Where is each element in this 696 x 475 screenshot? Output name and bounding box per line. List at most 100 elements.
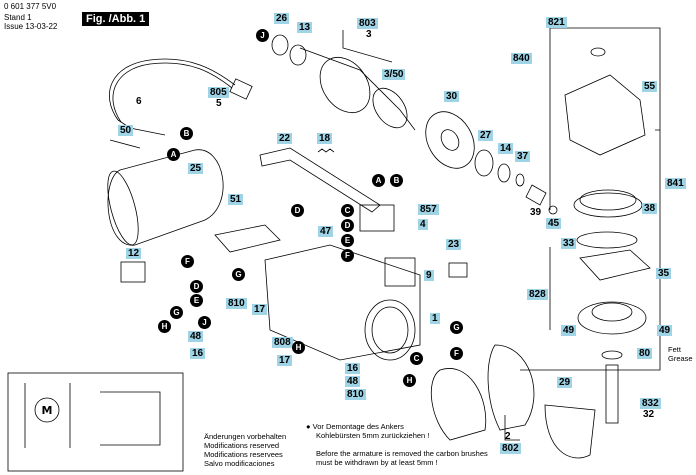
note-armature-en-1: Before the armature is removed the carbo… bbox=[316, 449, 488, 458]
label-45: 45 bbox=[546, 218, 562, 229]
label-32: 32 bbox=[643, 409, 655, 420]
issue-label: Issue bbox=[4, 22, 24, 31]
note-changes-en: Modifications reserved bbox=[204, 441, 280, 450]
label-39: 39 bbox=[530, 207, 542, 218]
note-armature-en-2: must be withdrawn by at least 5mm ! bbox=[316, 458, 438, 467]
callout-h-housing: H bbox=[292, 341, 305, 354]
spindle bbox=[605, 364, 619, 424]
label-810-top: 810 bbox=[226, 298, 247, 309]
stand-value: 1 bbox=[27, 13, 32, 22]
label-832: 832 bbox=[640, 398, 661, 409]
label-857: 857 bbox=[418, 204, 439, 215]
fan bbox=[425, 111, 475, 169]
label-805: 805 bbox=[208, 87, 229, 98]
switch-51 bbox=[214, 224, 281, 253]
label-802: 802 bbox=[500, 443, 521, 454]
label-13: 13 bbox=[297, 22, 313, 33]
callout-f-switch: F bbox=[341, 249, 354, 262]
label-14: 14 bbox=[498, 143, 514, 154]
label-23: 23 bbox=[446, 239, 462, 250]
label-17-bottom: 17 bbox=[277, 355, 293, 366]
label-841: 841 bbox=[665, 178, 686, 189]
grease-legend-de: Fett bbox=[668, 345, 681, 354]
note-changes-es: Salvo modificaciones bbox=[204, 459, 275, 468]
label-22: 22 bbox=[277, 133, 293, 144]
callout-d-switch: D bbox=[341, 219, 354, 232]
issue-value: 13-03-22 bbox=[25, 22, 58, 31]
cable-plug bbox=[229, 78, 253, 100]
grease-legend: Fett Grease bbox=[668, 345, 693, 363]
label-3: 3 bbox=[366, 29, 372, 40]
label-33: 33 bbox=[561, 238, 577, 249]
label-49-left: 49 bbox=[561, 325, 577, 336]
label-49-right: 49 bbox=[657, 325, 673, 336]
label-803: 803 bbox=[357, 18, 378, 29]
callout-h-coil: H bbox=[403, 374, 416, 387]
label-3-50: 3/50 bbox=[382, 69, 406, 80]
label-5: 5 bbox=[216, 98, 222, 109]
callout-h-brush: H bbox=[158, 320, 171, 333]
label-9: 9 bbox=[424, 270, 434, 281]
callout-g-switch: G bbox=[232, 268, 245, 281]
note-changes-fr: Modifications reservees bbox=[204, 450, 283, 459]
part-number: 0 601 377 5V0 bbox=[4, 2, 57, 11]
stand-line: Stand 1 bbox=[4, 13, 32, 22]
label-51: 51 bbox=[228, 194, 244, 205]
label-18: 18 bbox=[317, 133, 333, 144]
motor-housing bbox=[107, 149, 224, 246]
label-29: 29 bbox=[557, 377, 573, 388]
figure-title: Fig. /Abb. 1 bbox=[82, 12, 150, 26]
callout-c-switch: C bbox=[341, 204, 354, 217]
callout-a-switch: A bbox=[372, 174, 385, 187]
grease-legend-en: Grease bbox=[668, 354, 693, 363]
label-1: 1 bbox=[430, 313, 440, 324]
motor-symbol-label: M bbox=[42, 404, 53, 417]
label-840: 840 bbox=[511, 53, 532, 64]
callout-g-brush: G bbox=[170, 306, 183, 319]
label-30: 30 bbox=[444, 91, 460, 102]
label-80: 80 bbox=[637, 348, 653, 359]
note-changes-de: Änderungen vorbehalten bbox=[204, 432, 287, 441]
label-47: 47 bbox=[318, 226, 334, 237]
note-armature-de-2: Kohlebürsten 5mm zurückziehen ! bbox=[316, 431, 430, 440]
switch-module bbox=[359, 204, 395, 232]
label-50: 50 bbox=[118, 125, 134, 136]
label-808: 808 bbox=[272, 337, 293, 348]
label-2: 2 bbox=[505, 431, 511, 442]
label-38: 38 bbox=[642, 203, 658, 214]
note-armature-de-1: ● Vor Demontage des Ankers bbox=[306, 422, 404, 431]
label-828: 828 bbox=[527, 289, 548, 300]
armature-shaft bbox=[299, 47, 416, 131]
label-821: 821 bbox=[546, 17, 567, 28]
label-48-bottom: 48 bbox=[345, 376, 361, 387]
callout-d-brush: D bbox=[190, 280, 203, 293]
label-37: 37 bbox=[515, 151, 531, 162]
power-cable bbox=[109, 58, 236, 121]
callout-f-coil: F bbox=[450, 347, 463, 360]
callout-e-switch: E bbox=[341, 234, 354, 247]
label-12: 12 bbox=[126, 248, 142, 259]
gear-housing bbox=[264, 244, 421, 361]
issue-line: Issue 13-03-22 bbox=[4, 22, 57, 31]
callout-g-coil: G bbox=[450, 321, 463, 334]
callout-b-cable: B bbox=[180, 127, 193, 140]
callout-j-brush: J bbox=[198, 316, 211, 329]
label-26: 26 bbox=[274, 13, 290, 24]
label-16-bottom: 16 bbox=[345, 363, 361, 374]
callout-j-top: J bbox=[256, 29, 269, 42]
wheel-guard bbox=[544, 404, 596, 459]
switch-bar bbox=[259, 147, 381, 213]
callout-b-switch: B bbox=[390, 174, 403, 187]
callout-e-brush: E bbox=[190, 294, 203, 307]
label-25: 25 bbox=[188, 163, 204, 174]
label-17-top: 17 bbox=[252, 304, 268, 315]
callout-f-brush: F bbox=[181, 255, 194, 268]
label-810-bottom: 810 bbox=[345, 389, 366, 400]
field-coil bbox=[430, 368, 487, 441]
label-6: 6 bbox=[136, 96, 142, 107]
gear-head bbox=[564, 74, 646, 156]
callout-a-cable: A bbox=[167, 148, 180, 161]
label-16-top: 16 bbox=[190, 348, 206, 359]
stand-label: Stand bbox=[4, 13, 25, 22]
